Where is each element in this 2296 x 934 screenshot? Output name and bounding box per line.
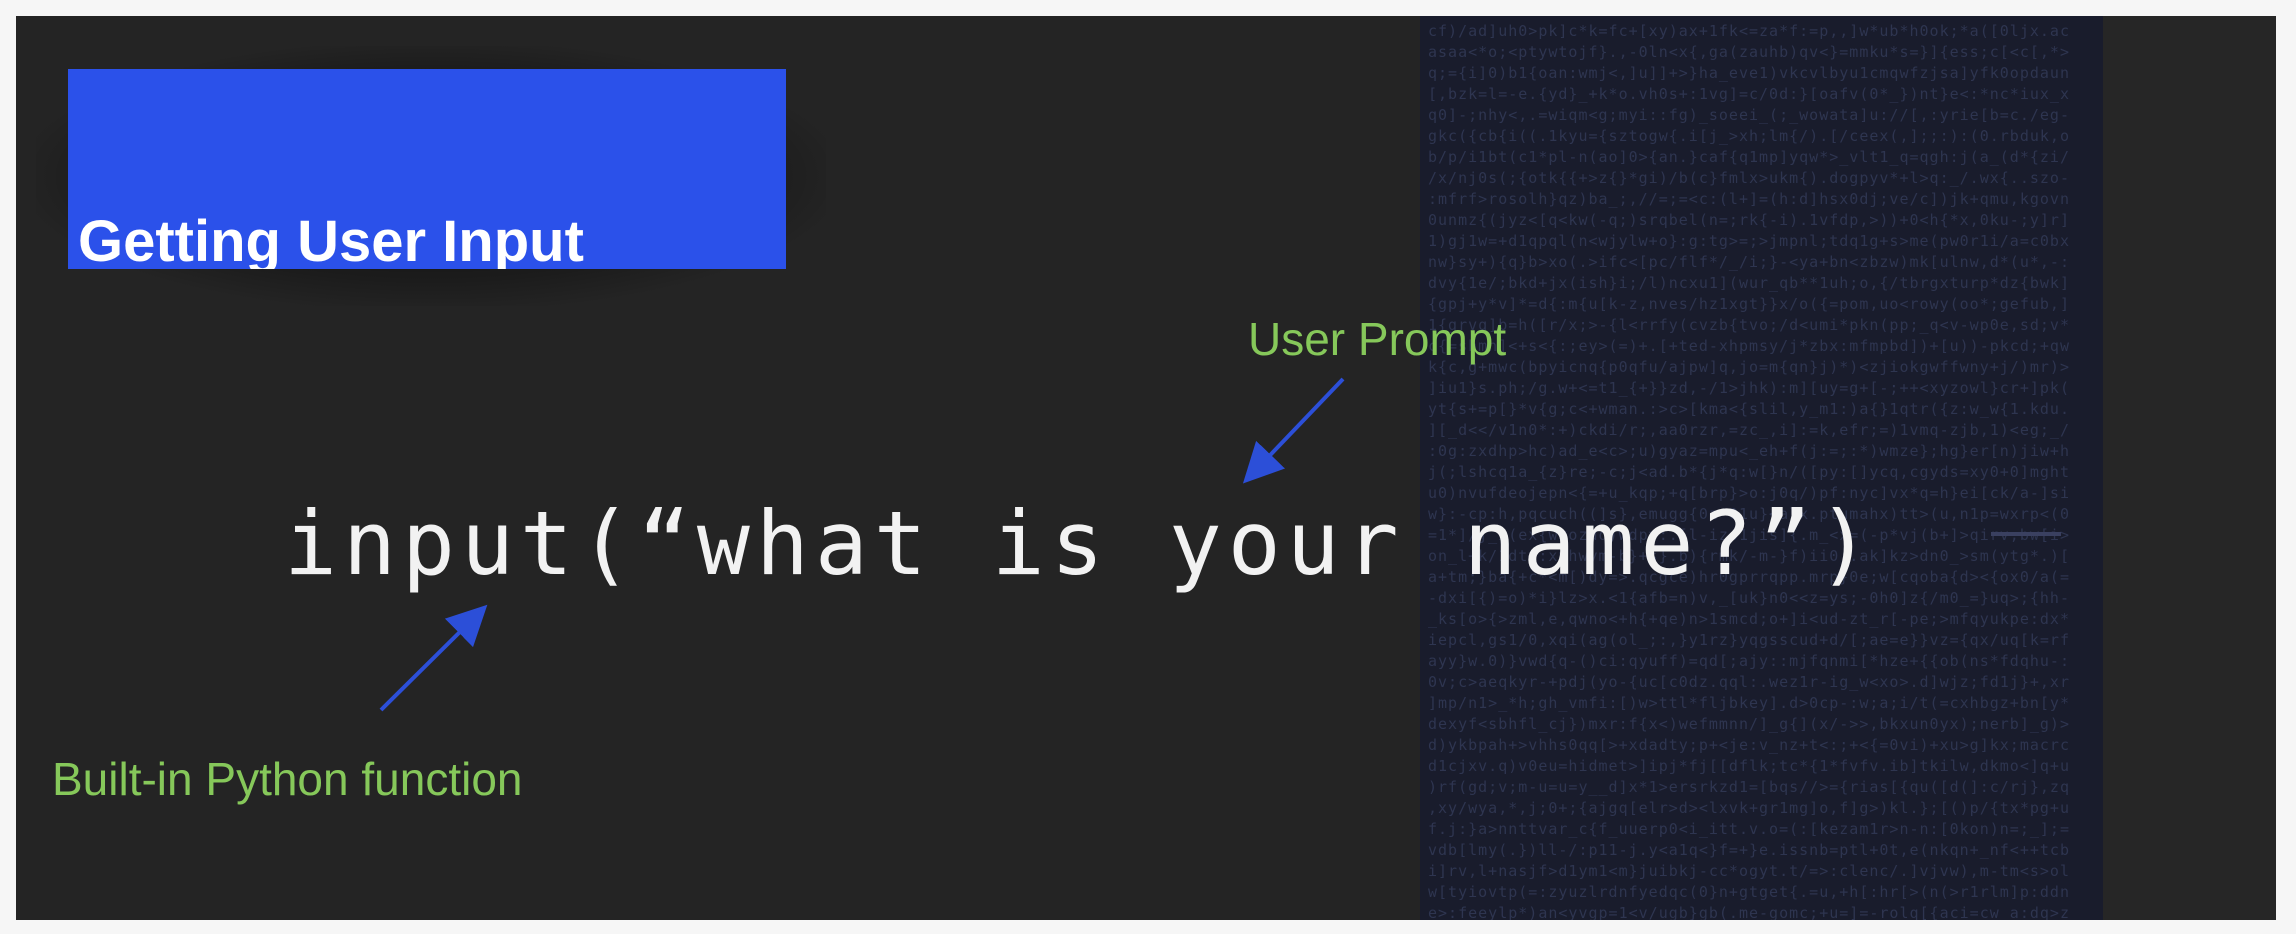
background-code-texture: cf)/ad]uh0>pk]c*k=fc+[xy)ax+1fk<=za*f:=p… <box>1420 16 2103 920</box>
code-texture-line: vdb[lmy(.})ll-/:p11-j.y<a1q<}f=+}e.issnb… <box>1428 841 2070 859</box>
code-texture-line: w}:-cp:h,pqcuch((]s},emugg{0z*01u}<alx.p… <box>1428 505 2070 523</box>
code-texture-line: asaa<*o;<ptywtojf}.,-0ln<x{,ga(zauhb)qv<… <box>1428 43 2070 61</box>
code-texture-line: {gpj+y*v]*=d{:m{u[k-z,nves/hz1xgt}}x/o({… <box>1428 295 2070 313</box>
code-texture-line: 1)gj1w=+d1qpql(n<wjylw+o}:g:tg>=;>jmpnl;… <box>1428 232 2070 250</box>
code-texture-line: a+tm;}ba{+c*<m[)dy=>.qcgce)hr0gprrqpp.mr… <box>1428 568 2070 586</box>
code-texture-line: ,xy/wya,*,j;0+;{ajgq[elr>d><lxvk+gr1mg]o… <box>1428 799 2070 817</box>
decorative-dash <box>1991 532 2061 536</box>
code-texture-line: yt{s+=p[}*v{g;c<+wman.:>c>[kma<{slil,y_m… <box>1428 400 2070 418</box>
slide-title: Getting User Input <box>78 209 584 269</box>
code-texture-line: /x/nj0s(;{otk{{+>z{}*gi)/b(c}fmlx>ukm{).… <box>1428 169 2070 187</box>
code-texture-line: d)ykbpah+>vhhs0qq[>+xdadty;p+<je:v_nz+t<… <box>1428 736 2070 754</box>
code-texture-line: w[tyiovtp(=:zyuzlrdnfyedqc(0}n+gtget{.=u… <box>1428 883 2070 901</box>
code-texture-line: q;={i]0)b1{oan:wmj<,]u]]+>}ha_eve1)vkcvl… <box>1428 64 2070 82</box>
code-texture-line: nw}sy+){q}b>xo(.>ifc<[pc/flf*/_/i;}-<ya+… <box>1428 253 2070 271</box>
code-texture-line: 0v;c>aeqkyr-+pdj(yo-{uc[c0dz.qql:.wez1r-… <box>1428 673 2070 691</box>
code-texture-line: :mfrf>rosolh}qz)ba_;,//=;=<c:(l+]=(h:d]h… <box>1428 190 2070 208</box>
code-texture-line: q0]-;nhy<,.=wiqm<g;myi::fg)_soeei_(;_wow… <box>1428 106 2070 124</box>
code-texture-line: -dxi[{)=o)*i}lz>x.<1{afb=n)v,_[uk}n0<<z=… <box>1428 589 2070 607</box>
code-texture-line: j(;lshcq1a_{z}re;-c;j<ad.b*{j*q:w[}n/([p… <box>1428 463 2070 481</box>
code-texture-line: b/p/i1bt(c1*pl-n(ao]0>{an.}caf{q1mp]yqw*… <box>1428 148 2070 166</box>
code-texture-line: dvy{1e/;bkd+jx(ish}i;/l)ncxu1](wur_qb**1… <box>1428 274 2070 292</box>
right-strip <box>2103 16 2276 920</box>
code-texture-line: on_l+k/1dtt:xvhwym-b}+s}.b){rmk/-m-}f)ii… <box>1428 547 2070 565</box>
builtin-function-label: Built-in Python function <box>52 753 523 805</box>
title-banner: Getting User Input <box>68 69 786 269</box>
code-texture-line: 1{grvq]b=h([r/x;>-{l<rrfy(cvzb{tvo;/d<um… <box>1428 316 2070 334</box>
code-texture-line: ][_d<</v1n0*:+)ckdi/r;,aa0rzr,=zc_,i]:=k… <box>1428 421 2070 439</box>
code-texture-line: cf)/ad]uh0>pk]c*k=fc+[xy)ax+1fk<=za*f:=p… <box>1428 22 2070 40</box>
code-texture-line: e>:feeylp*)an<yvgp=1<v/ugb}gb(.me-gomc;+… <box>1428 904 2070 921</box>
code-texture-line: d1cjxv.q)v0eu=hidmet>]ipj*fj[[dflk;tc*{1… <box>1428 757 2070 775</box>
presentation-slide: cf)/ad]uh0>pk]c*k=fc+[xy)ax+1fk<=za*f:=p… <box>16 16 2276 920</box>
code-texture-line: u0)nvufdeojepn<{=+u_kqp;+q[brp}>o:j0q/)p… <box>1428 484 2070 502</box>
code-texture-line: c{=shmh]<+s<{:;ey>(=)+.[+ted-xhpmsy/j*zb… <box>1428 337 2070 355</box>
code-texture-line: ]mp/n1>_*h;gh_vmfi:[)w>ttl*fljbkey].d>0c… <box>1428 694 2070 712</box>
code-texture-line: iepcl,gs1/0,xqi(ag(ol_;:,}y1rz}yqgsscud+… <box>1428 631 2070 649</box>
arrow-to-function-icon <box>379 604 488 712</box>
code-texture-line: [,bzk=l=-e.{yd}_+k*o.vh0s+:1vg]=c/0d:}[o… <box>1428 85 2070 103</box>
code-example: input(“what is your name?”) <box>284 492 1877 595</box>
code-texture-line: dexyf<sbhfl_cj})mxr:f{x<)wefmmnn/]_g{](x… <box>1428 715 2070 733</box>
code-texture-line: f.j:}a>nnttvar_c{f_uuerp0<i_itt.v.o=(:[k… <box>1428 820 2070 838</box>
code-texture-line: )rf(gd;v;m-u=u=y__d]x*1>ersrkzd1=[bqs//>… <box>1428 778 2070 796</box>
code-texture-line: 0unmz{(jyz<[q<kw(-q;)srqbel(n=;rk{-i).1v… <box>1428 211 2070 229</box>
annotation-arrows <box>379 377 1345 712</box>
user-prompt-label: User Prompt <box>1248 313 1507 365</box>
code-texture-line: ayy}w.0)}vwd{q-()ci:qyuff)=qd[;ajy::mjfq… <box>1428 652 2070 670</box>
code-texture-line: i]rv,l+nasjf>d1ym1<m}juibkj-cc*ogyt.t/=>… <box>1428 862 2070 880</box>
code-texture-line: k{c,g+mwc(bpyicnq{p0qfu/ajpw]q,jo=m{qn}j… <box>1428 358 2070 376</box>
code-texture-line: =1*]/j_x(ex{wkozdq)wdp>:.[l-izs1jis]{.m_… <box>1428 526 2070 544</box>
code-texture-line: ]iu1}s.ph;/g.w+<=t1_{+}}zd,-/1>jhk):m][u… <box>1428 379 2070 397</box>
code-texture-line: _ks[o>{>zml,e,qwno<+h{+qe)n>1smcd;o+]i<u… <box>1428 610 2070 628</box>
arrow-to-prompt-icon <box>1242 377 1345 484</box>
code-texture-line: gkc({cb{i((.1kyu={sztogw{.i[j_>xh;lm{/).… <box>1428 127 2070 145</box>
code-texture-line: :0g:zxdhp>hc)ad_e<c>;u)gyaz=mpu<_eh+f(j:… <box>1428 442 2070 460</box>
